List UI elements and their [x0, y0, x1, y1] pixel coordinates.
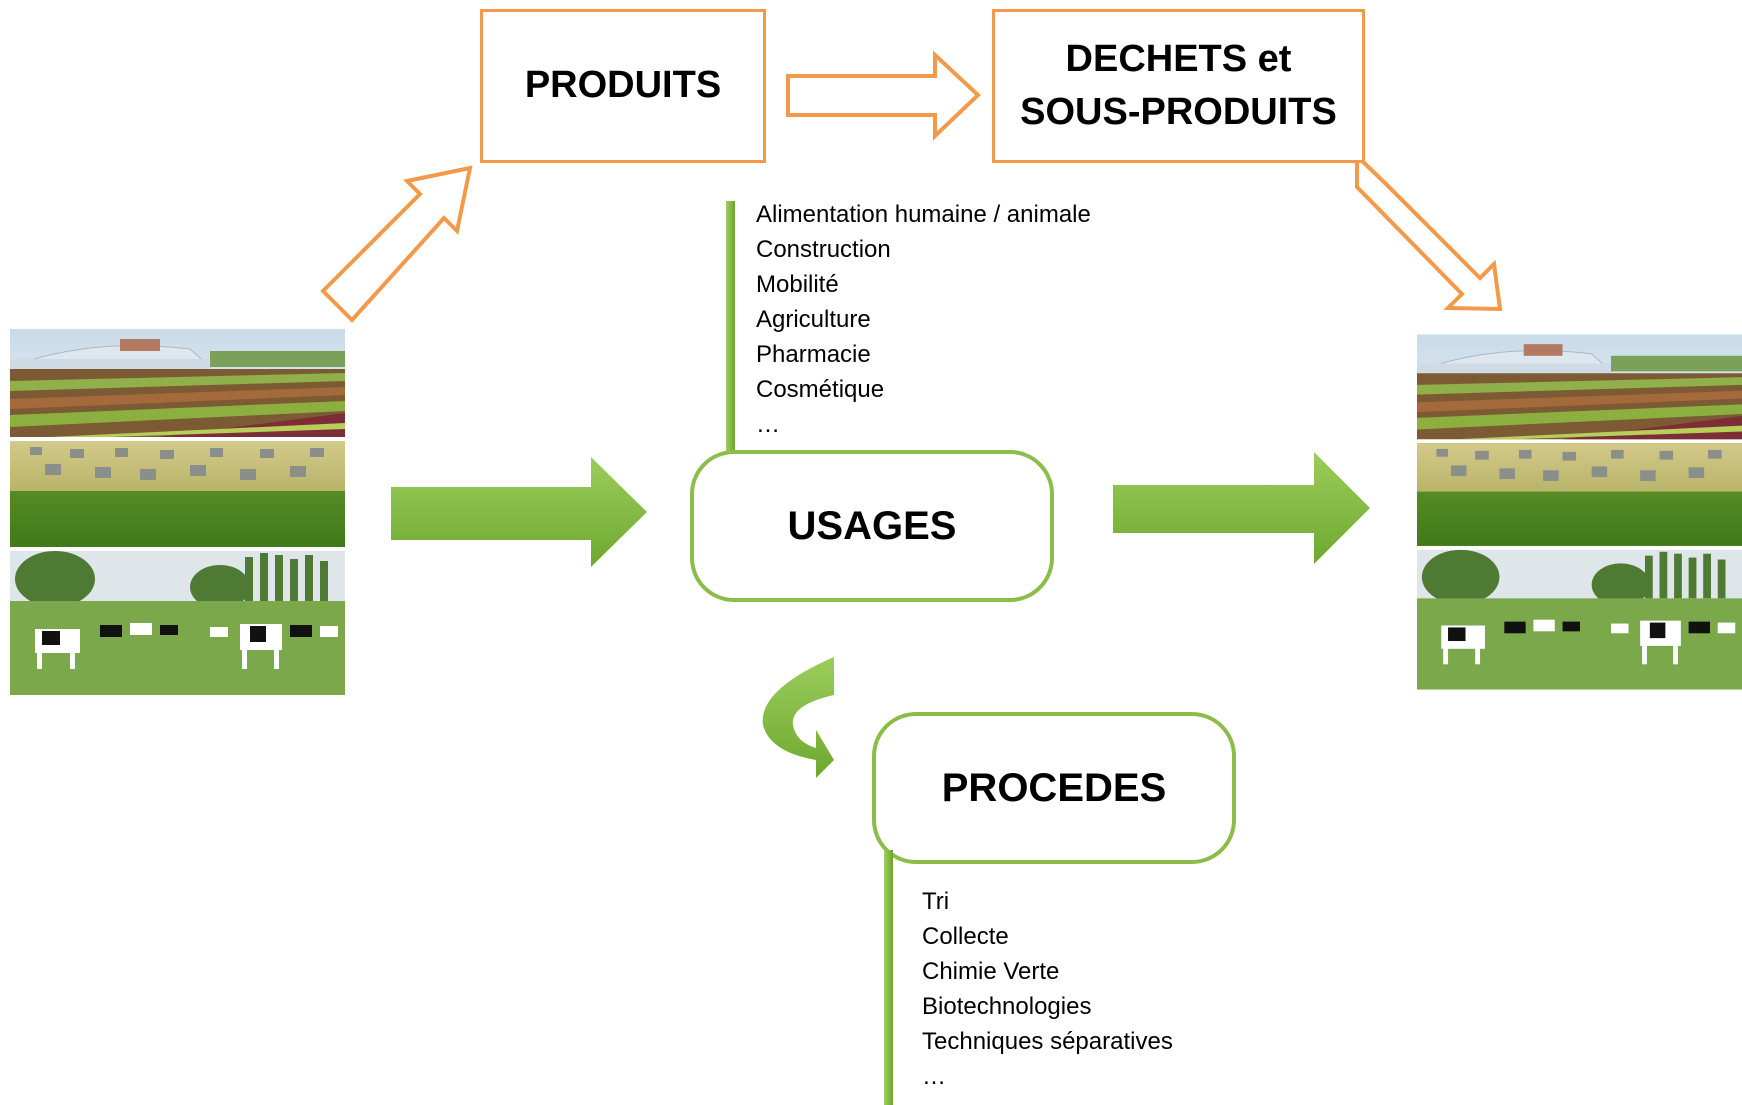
produits-node: PRODUITS	[480, 9, 766, 163]
dechets-node: DECHETS et SOUS-PRODUITS	[992, 9, 1365, 163]
procedes-node: PROCEDES	[872, 712, 1236, 864]
procedes-item: Tri	[922, 888, 950, 915]
usages-label: USAGES	[787, 503, 957, 548]
usages-item: Cosmétique	[756, 376, 885, 403]
usages-item: Agriculture	[756, 306, 871, 333]
procedes-item: Techniques séparatives	[922, 1028, 1173, 1055]
usages-item: Construction	[756, 236, 891, 263]
dechets-label-line2: SOUS-PRODUITS	[1020, 91, 1337, 133]
procedes-item: Biotechnologies	[922, 993, 1092, 1020]
usages-item: …	[756, 411, 780, 438]
usages-list-bar	[726, 201, 735, 453]
usages-item: Mobilité	[756, 271, 839, 298]
procedes-item: …	[922, 1063, 946, 1090]
usages-node: USAGES	[690, 450, 1054, 602]
procedes-item: Chimie Verte	[922, 958, 1060, 985]
usages-list: Alimentation humaine / animale Construct…	[756, 197, 1091, 442]
procedes-list: Tri Collecte Chimie Verte Biotechnologie…	[922, 884, 1173, 1094]
usages-item: Pharmacie	[756, 341, 871, 368]
dechets-label-line1: DECHETS et	[1065, 37, 1292, 80]
produits-label: PRODUITS	[524, 64, 722, 107]
procedes-list-bar	[884, 850, 893, 1105]
procedes-item: Collecte	[922, 923, 1009, 950]
usages-item: Alimentation humaine / animale	[756, 201, 1091, 228]
procedes-label: PROCEDES	[941, 765, 1167, 810]
